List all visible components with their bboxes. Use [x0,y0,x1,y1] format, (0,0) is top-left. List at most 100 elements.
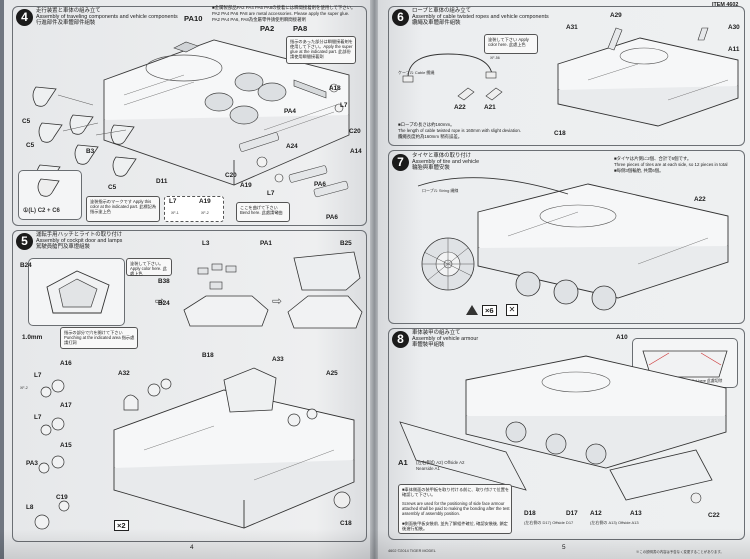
driver-hatch-inset [28,258,125,326]
label-d18: D18 [524,510,536,517]
a1-en: Nearside A1 [416,466,440,471]
right-page-number: 5 [562,544,566,551]
step8-number: 8 [392,331,409,348]
item-number: ITEM 4602 [712,2,739,8]
label-a33: A33 [272,356,284,363]
step4-title-cn: 行進部件及車體部件組裝 [36,20,96,26]
step4-title-en: Assembly of traveling components and veh… [36,14,178,20]
suspension-parts-drawing [32,86,137,185]
a10-part-drawing [642,350,728,378]
step8-vehicle-drawing [399,355,727,504]
step6-hull-drawing [557,27,739,127]
step7-title-en: Assembly of tire and vehicle [412,159,480,165]
label-pa6: PA6 [314,181,326,188]
label-d11: D11 [156,178,168,185]
label-l7-step5-b: L7 [34,414,42,421]
warning-a-icon [466,305,478,315]
left-page-number: 4 [190,544,194,551]
step7-number: 7 [392,154,409,171]
glue-note-text: 指示のあった部分は瞬間接着剤を使用して下さい。Apply the super g… [290,39,353,59]
step5-color-callout: 塗装して下さい。Apply color here. 此處上色 [126,258,172,276]
step4-box [12,6,367,226]
step4-title-jp: 走行装置と車体の組み立て [36,8,101,14]
step8-box [388,328,745,540]
driver-hatch-drawing [46,270,110,314]
label-c5-a: C5 [22,118,31,125]
d18-note: (左右側の D17) Offside D17 [524,520,574,525]
color-part-a19: A19 [199,198,211,205]
step6-title-en: Assembly of cable twisted ropes and vehi… [412,14,549,20]
page-gutter [370,0,379,559]
label-c20-a: C20 [349,128,361,135]
step6-color-text: 塗装して下さい Apply color here. 此處上色 [488,37,529,47]
label-a25: A25 [326,370,338,377]
label-c20-b: C20 [225,172,237,179]
label-a13: A13 [630,510,642,517]
footer-copyright: 4602 ©2014 TIGER MODEL [388,549,436,553]
label-pa3: PA3 [26,460,38,467]
fit-option-part-drawing [37,178,60,197]
label-b24-a: B24 [20,262,32,269]
color-parts-box: L7 A19 XF-1 XF-2 [164,196,224,222]
label-pa1: PA1 [260,240,272,247]
step5-box [12,230,367,542]
right-page: ITEM 4602 6 ロープと車体の組み立て Assembly of cabl… [378,0,750,559]
step4-note-2: PA2 PA4 PA6 PA8 are metal accessories. P… [212,11,350,16]
punch-size: 1.0mm [22,334,43,341]
footer-disclaimer: ※この説明書の内容は予告なく変更することがあります。 [636,550,724,554]
color-mark-callout: 塗装指示のマークです Apply this color at the indic… [86,196,160,222]
label-c18-step6: C18 [554,130,566,137]
step7-vehicle-drawing [417,177,729,311]
label-pa8: PA8 [293,24,308,33]
label-a12: A12 [590,510,602,517]
step8-title-cn: 車體裝甲組裝 [412,342,445,348]
step4-number: 4 [16,9,33,26]
step7-title-cn: 輪胎與車體安裝 [412,165,450,171]
label-l7-b: L7 [267,190,275,197]
label-a31: A31 [566,24,578,31]
label-c18: C18 [340,520,352,527]
label-a14: A14 [350,148,362,155]
step5-color-text: 塗装して下さい。Apply color here. 此處上色 [130,261,167,276]
label-c19: C19 [56,494,68,501]
step4-note-3: PA2 PA4 PA6, PA8為金屬零件請使用瞬間接著劑 [212,17,306,22]
color-mark-text: 塗装指示のマークです Apply this color at the indic… [90,199,157,214]
step5-hull-drawing [113,367,355,529]
label-a21: A21 [484,104,496,111]
caution-en: Screws are used for the positioning of s… [402,501,510,516]
no-glue-icon: ✕ [506,304,518,316]
step6-color-callout: 塗装して下さい Apply color here. 此處上色 [484,34,538,54]
a1-note: (左右側の A2) Offside A2 [416,460,465,465]
label-c5-b: C5 [26,142,35,149]
step8-title-en: Assembly of vehicle armour [412,336,479,342]
step5-title-en: Assembly of cockpit door and lamps [36,238,123,244]
step6-xf: XF-56 [490,56,500,60]
label-l7-a: L7 [340,102,348,109]
label-pa4: PA4 [284,108,296,115]
caution-jp: ■車体側面の装甲板を取り付ける前に、取り付けて位置を確認して下さい。 [402,487,510,497]
rope-note-jp: ■ロープの長さは約160mm。 [398,122,455,127]
label-pa2: PA2 [260,24,275,33]
quantity-x6: ×6 [482,305,497,316]
step6-box [388,6,745,146]
label-pa10: PA10 [184,14,203,23]
label-c22: C22 [708,512,720,519]
lamp-parts-drawing [34,379,70,530]
a12-note: (左右側の A13) Offside A13 [590,520,639,525]
step5-title-jp: 運転手用ハッチとライトの取り付け [36,232,123,238]
color-part-l7: L7 [169,198,177,205]
arrow-step5-a: ⇨ [155,294,166,308]
label-c5-c: C5 [108,184,117,191]
rope-note-cn: 纜繩長度約為160mm 稍有誤差。 [398,134,463,139]
tire-note-jp: ■タイヤは片側に2個、合計で6個です。 [614,156,692,161]
bend-note-callout: ここを曲げて下さい Bend here. 此處請彎曲 [236,202,290,222]
label-a32: A32 [118,370,130,377]
color-code-xf2: XF-2 [201,211,209,215]
glue-note-callout: 指示のあった部分は瞬間接着剤を使用して下さい。Apply the super g… [286,36,356,64]
label-b3: B3 [86,148,95,155]
arrow-step5-b: ⇨ [272,294,283,308]
label-d17: D17 [566,510,578,517]
label-a30: A30 [728,24,740,31]
label-l7-step5-a: L7 [34,372,42,379]
